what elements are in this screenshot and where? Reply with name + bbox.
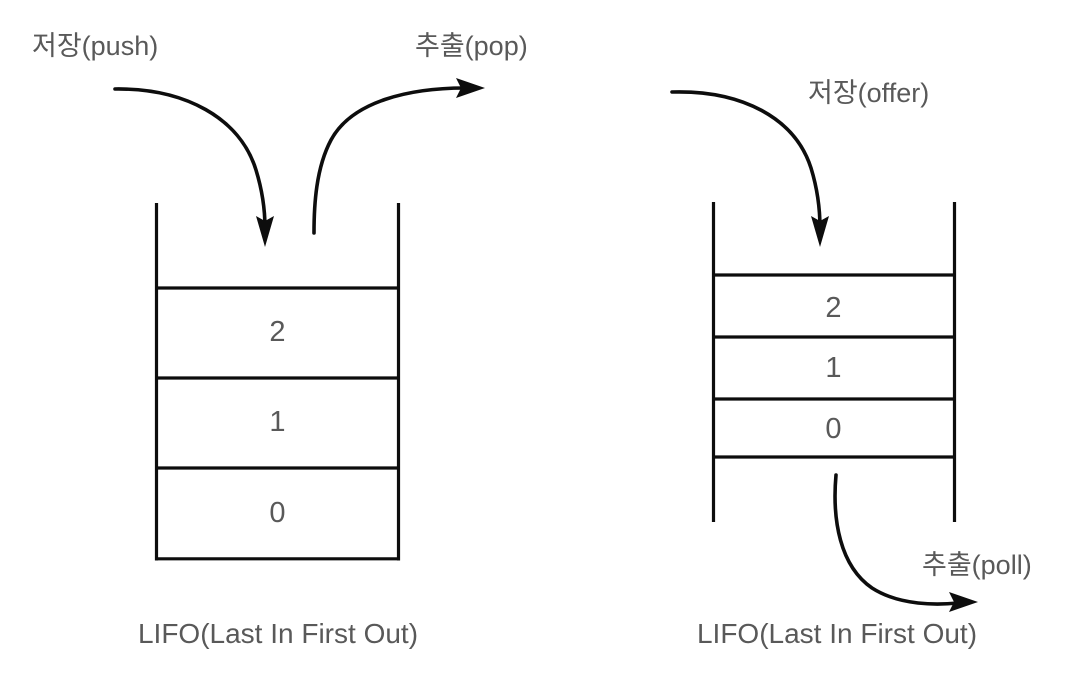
push-arrowhead <box>256 216 274 247</box>
queue-cell-value-top: 2 <box>825 292 842 324</box>
poll-arrow-label: 추출(poll) <box>922 550 1032 580</box>
pop-arrowhead <box>456 78 485 98</box>
push-arrow-label: 저장(push) <box>32 31 159 61</box>
push-arrow-path <box>113 87 267 230</box>
pop-arrow-path <box>312 86 467 235</box>
offer-arrow <box>670 90 829 247</box>
stack-caption: LIFO(Last In First Out) <box>137 618 419 649</box>
offer-arrow-label: 저장(offer) <box>808 78 930 108</box>
pop-arrow <box>312 78 485 235</box>
pop-arrow-label: 추출(pop) <box>415 31 528 61</box>
queue-cell-value-middle: 1 <box>825 352 842 384</box>
poll-arrow-path <box>833 473 960 606</box>
offer-arrow-path <box>670 90 822 230</box>
offer-arrowhead <box>811 216 829 247</box>
queue-caption: LIFO(Last In First Out) <box>696 618 978 649</box>
stack-cell-value-top: 2 <box>269 316 286 348</box>
stack-cell-value-bottom: 0 <box>269 497 286 529</box>
poll-arrow <box>833 473 978 612</box>
poll-arrowhead <box>949 592 978 612</box>
stack-cell-value-middle: 1 <box>269 406 286 438</box>
queue-cell-value-bottom: 0 <box>825 413 842 445</box>
push-arrow <box>113 87 274 247</box>
